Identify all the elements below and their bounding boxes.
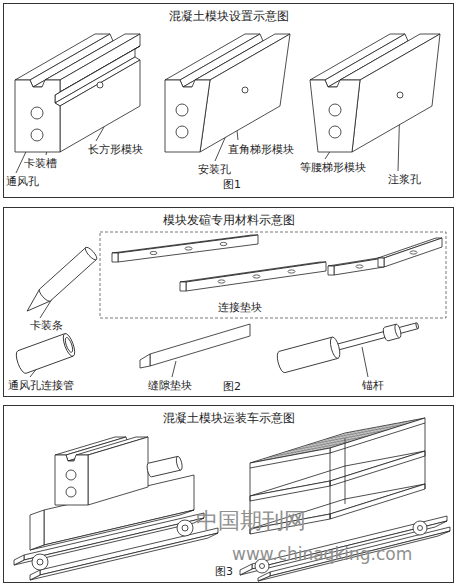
cylinder <box>382 324 402 342</box>
hole <box>66 487 76 497</box>
cylinder <box>14 332 77 375</box>
prism <box>180 262 326 291</box>
panel-title: 混凝土模块运装车示意图 <box>4 410 453 427</box>
prism <box>165 34 290 152</box>
panel-title: 模块发碹专用材料示意图 <box>4 212 453 229</box>
prism <box>15 34 140 152</box>
figure-number: 图3 <box>215 564 233 579</box>
prism <box>55 437 148 505</box>
watermark: 中国期刊网 <box>196 508 306 534</box>
prism <box>328 258 384 275</box>
part-label: 卡装槽 <box>24 156 57 171</box>
hole <box>413 521 427 535</box>
prism <box>112 235 258 262</box>
cylinder <box>146 456 183 477</box>
hole <box>97 82 103 88</box>
part-label: 连接垫块 <box>218 300 262 315</box>
part-label: 通风孔 <box>6 174 39 189</box>
slot <box>253 275 260 278</box>
drawn-parts <box>14 34 450 581</box>
hole <box>329 104 341 116</box>
hole <box>397 92 403 98</box>
hole <box>31 129 43 141</box>
hole <box>329 126 341 138</box>
slot <box>150 251 157 254</box>
slot <box>288 270 295 273</box>
slot <box>220 242 227 245</box>
hole <box>31 107 43 119</box>
part-label: 缝隙垫块 <box>148 378 192 393</box>
hole <box>418 526 423 531</box>
part-label: 注浆孔 <box>388 172 421 187</box>
hole <box>37 559 43 565</box>
part-label: 卡装条 <box>30 318 63 333</box>
panel-title: 混凝土模块设置示意图 <box>4 8 453 25</box>
prism <box>310 34 440 152</box>
slot <box>185 247 192 250</box>
slot <box>218 280 225 283</box>
slot <box>356 265 363 268</box>
hole <box>66 470 76 480</box>
part-label: 直角梯形模块 <box>228 142 294 157</box>
hole <box>176 104 188 116</box>
mesh <box>260 420 415 461</box>
figure-number: 图1 <box>223 177 241 192</box>
cylinder <box>275 336 341 373</box>
part-label: 锚杆 <box>362 378 384 393</box>
part-label: 通风孔连接管 <box>8 378 74 393</box>
hole <box>32 554 48 570</box>
part-label: 安装孔 <box>198 162 231 177</box>
part-label: 长方形模块 <box>88 142 143 157</box>
figure-number: 图2 <box>223 379 241 394</box>
watermark: www.chinaqking.com <box>232 544 412 565</box>
part-label: 等腰梯形模块 <box>300 160 366 175</box>
slot <box>410 251 417 254</box>
prism <box>378 238 442 267</box>
hole <box>177 520 193 536</box>
prism <box>140 324 250 368</box>
hole <box>260 564 265 569</box>
hole <box>176 126 188 138</box>
hole <box>182 525 188 531</box>
group-frame <box>100 232 446 318</box>
cylinder <box>38 246 99 303</box>
hole <box>242 87 248 93</box>
